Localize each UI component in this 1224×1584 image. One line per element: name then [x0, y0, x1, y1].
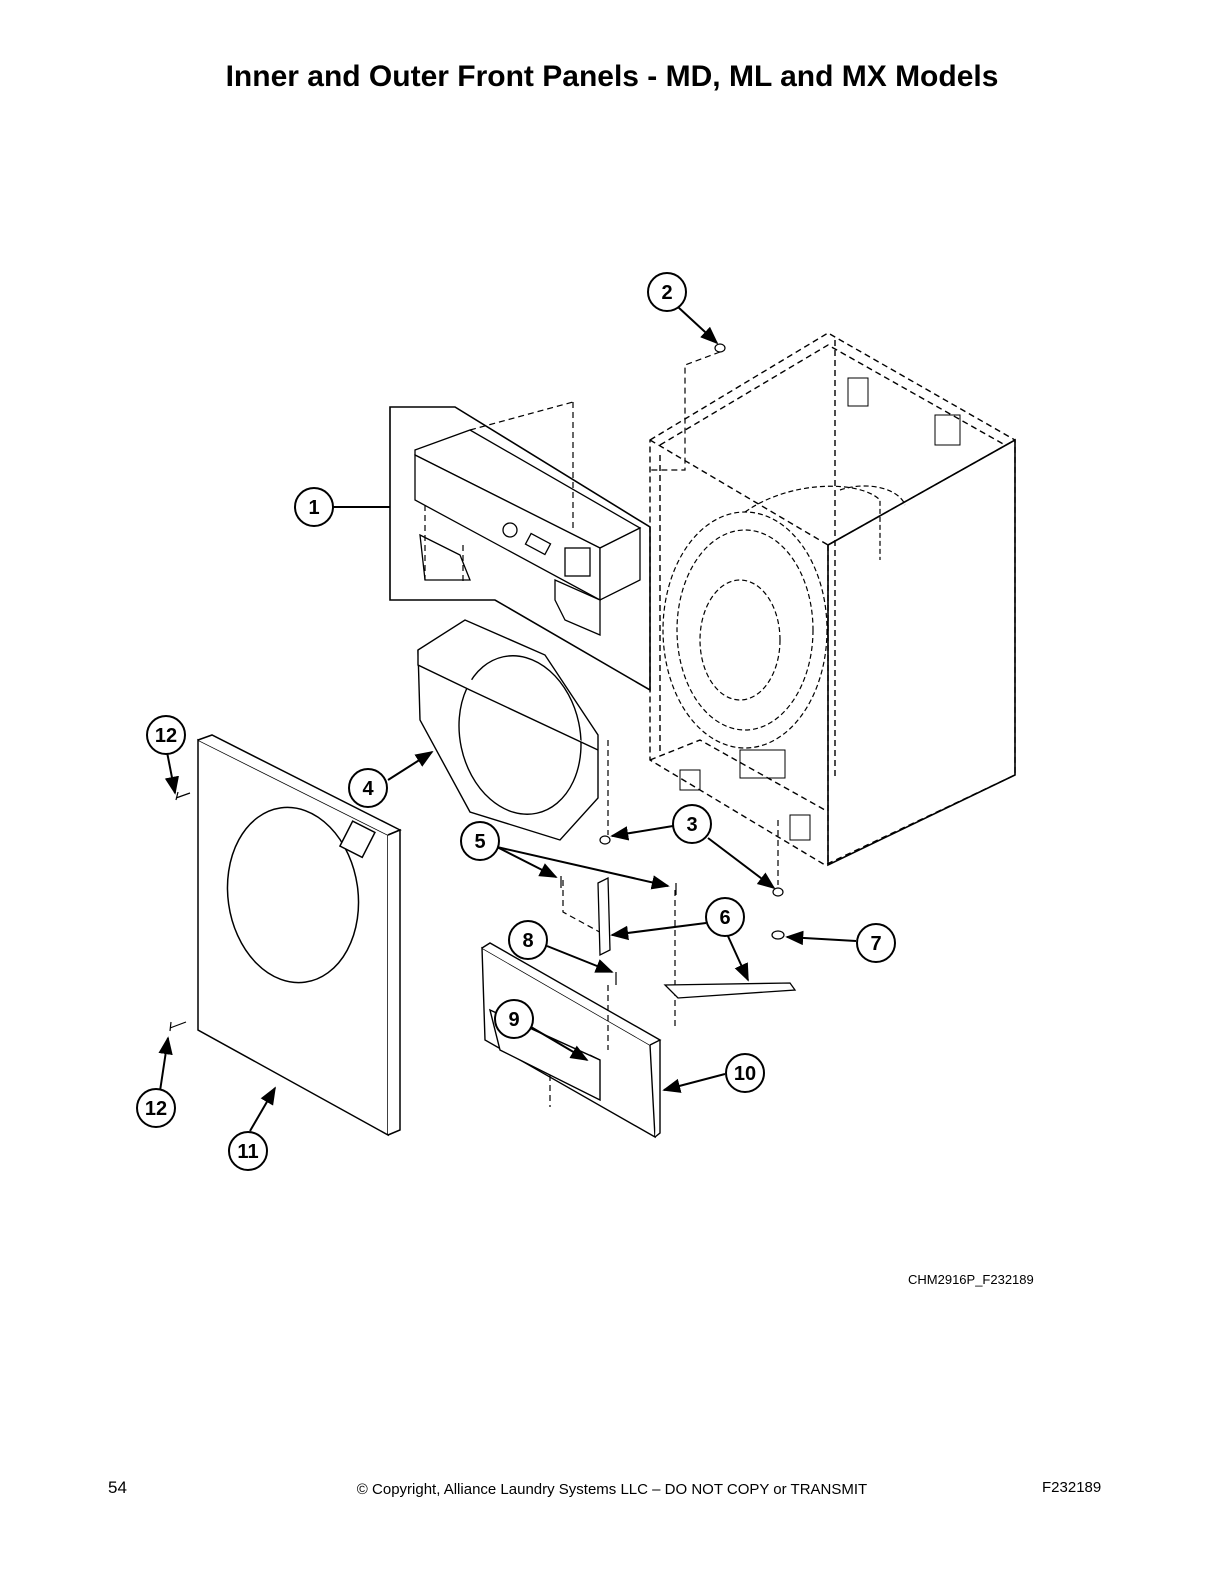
callout-3-label: 3	[686, 814, 697, 836]
callout-7-label: 7	[870, 933, 881, 955]
callout-5-circle	[460, 821, 500, 861]
kick-panel	[481, 942, 662, 1139]
screw-part-2	[650, 343, 726, 471]
inset-dashed-lines	[424, 401, 574, 585]
callout-12-label-bottom: 12	[145, 1098, 167, 1120]
control-panel-bracket	[414, 429, 642, 636]
callout-12-circle-top	[146, 715, 186, 755]
callout-12-circle-bottom	[136, 1088, 176, 1128]
callout-2-circle	[647, 272, 687, 312]
outer-front-panel	[197, 734, 402, 1137]
callout-4-circle	[348, 768, 388, 808]
callout-2-label: 2	[661, 282, 672, 304]
callout-10-circle	[725, 1053, 765, 1093]
callout-4-label: 4	[362, 778, 374, 800]
cabinet-outline	[827, 438, 1016, 867]
document-code: F232189	[1042, 1479, 1102, 1496]
cabinet-base-components	[679, 377, 961, 841]
callout-1-label: 1	[308, 497, 319, 519]
callout-1-circle	[294, 487, 334, 527]
kick-panel-dashed	[549, 740, 779, 1107]
callout-10-label: 10	[734, 1063, 756, 1085]
page-number: 54	[108, 1478, 127, 1497]
callout-12-label-top: 12	[155, 725, 177, 747]
callouts	[136, 272, 896, 1171]
callout-8-label: 8	[522, 930, 533, 952]
inner-front-panel	[417, 619, 599, 841]
brackets-part-6	[597, 876, 797, 999]
copyright-notice: © Copyright, Alliance Laundry Systems LL…	[356, 1481, 868, 1498]
control-panel-bracket-inset	[389, 406, 651, 692]
callout-11-circle	[228, 1131, 268, 1171]
callout-7-circle	[856, 923, 896, 963]
outer-panel-screws	[169, 791, 191, 1032]
callout-8-circle	[508, 920, 548, 960]
callout-5-label: 5	[474, 831, 485, 853]
callout-11-label: 11	[237, 1141, 258, 1163]
callout-9-circle	[494, 999, 534, 1039]
callout-3-circle	[672, 804, 712, 844]
callout-6-circle	[705, 897, 745, 937]
callout-6-label: 6	[719, 907, 730, 929]
page-title: Inner and Outer Front Panels - MD, ML an…	[225, 60, 999, 93]
drum	[662, 485, 906, 749]
dryer-cabinet	[649, 332, 1016, 866]
small-fasteners	[560, 835, 785, 1061]
figure-id: CHM2916P_F232189	[908, 1272, 1034, 1287]
callout-9-label: 9	[508, 1009, 519, 1031]
leader-lines	[158, 306, 857, 1132]
